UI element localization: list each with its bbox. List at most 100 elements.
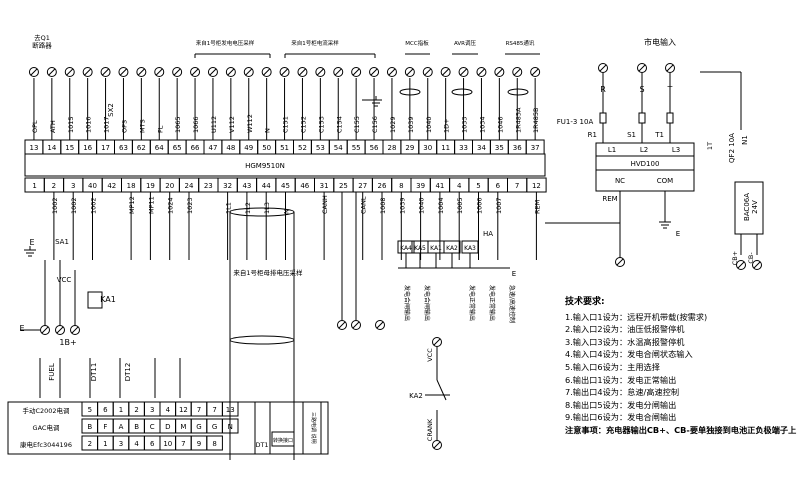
table-cell xyxy=(206,435,223,451)
table-cell-value: B xyxy=(134,423,139,431)
controller-bottom-terminal-label: 32 xyxy=(223,182,232,190)
side-note: 三路电调 说明 xyxy=(310,412,317,444)
controller-bottom-terminal-label: 44 xyxy=(262,182,271,190)
terminal-slash xyxy=(30,68,38,76)
bottom-wire-label: 1002 xyxy=(70,197,78,214)
bottom-wire-label: 1039 xyxy=(398,197,406,214)
terminal-slash xyxy=(433,338,441,346)
top-wire-label: 1065 xyxy=(174,116,182,133)
bottom-wire-label: 1004 xyxy=(437,197,445,214)
top-wire-label: 1040 xyxy=(425,116,433,133)
controller-top-terminal-label: 36 xyxy=(513,144,522,152)
top-wire-label: 1017 xyxy=(103,116,111,133)
table-cell-value: 2 xyxy=(88,440,92,448)
terminal-slash xyxy=(48,68,56,76)
controller-bottom-terminal-label: 42 xyxy=(107,182,116,190)
table-cell-value: 1 xyxy=(103,440,107,448)
terminal-slash xyxy=(433,441,441,449)
relay-label: KA1 xyxy=(430,245,442,252)
table-cell-value: 13 xyxy=(226,406,235,414)
controller-bottom-terminal-label: 5 xyxy=(476,182,480,190)
controller-body xyxy=(24,153,546,177)
table-row-label: 康电Efc3044196 xyxy=(20,440,72,449)
top-wire-label: OPL xyxy=(31,120,39,133)
sa1-label: SA1 xyxy=(55,238,69,246)
bottom-wire-label: 1005 xyxy=(456,197,464,214)
relay-e-label: E xyxy=(512,270,516,278)
controller-bottom-terminal-label: 7 xyxy=(515,182,519,190)
cable-bundle-icon xyxy=(507,88,529,96)
terminal-slash xyxy=(370,68,378,76)
terminal-slash xyxy=(478,68,485,76)
controller-top-terminal-label: 13 xyxy=(29,144,38,152)
top-wire-label: W112 xyxy=(246,114,254,133)
dt1-label: DT1 xyxy=(255,441,268,449)
controller-top-terminal-label: 48 xyxy=(226,144,235,152)
controller-bottom-terminal-label: 12 xyxy=(532,182,541,190)
hvd100-input-label: L3 xyxy=(672,146,680,154)
relay-label: KA4 xyxy=(400,245,412,252)
fuse-label: FU1-3 10A xyxy=(557,118,594,126)
ka2-label: KA2 xyxy=(409,392,423,400)
bottom-wire-label: 1024 xyxy=(167,197,175,214)
top-wire-label: C156 xyxy=(371,116,379,133)
controller-bottom-terminal-label: 18 xyxy=(127,182,136,190)
controller-bottom-terminal-label: 41 xyxy=(435,182,444,190)
controller-bottom-terminal-label: 8 xyxy=(399,182,403,190)
mains-title: 市电输入 xyxy=(644,37,676,47)
terminal-slash xyxy=(56,326,64,334)
bottom-wire-label: N xyxy=(283,209,291,214)
avr-label: AVR调压 xyxy=(454,39,476,47)
requirements-title: 技术要求: xyxy=(565,297,605,307)
table-cell-value: 6 xyxy=(103,406,108,414)
fuse-out-label: S1 xyxy=(627,131,636,139)
left-e-label: E xyxy=(29,238,34,247)
ka2-switch xyxy=(436,379,447,401)
fuse-out-label: R1 xyxy=(588,131,597,139)
crank-label: CRANK xyxy=(426,418,434,441)
battery-plus-label: 1B+ xyxy=(59,338,76,347)
controller-bottom-terminal-label: 45 xyxy=(281,182,290,190)
table-cell-value: 4 xyxy=(166,406,171,414)
top-wire-label: FL xyxy=(156,125,164,133)
terminal-slash xyxy=(338,321,346,329)
top-wire-label: U112 xyxy=(210,116,218,133)
top-wire-label: MTS xyxy=(138,119,146,133)
controller-bottom-terminal-label: 6 xyxy=(496,182,501,190)
ka1-label: KA1 xyxy=(100,295,116,304)
terminal-slash xyxy=(41,326,49,334)
terminal-slash xyxy=(352,68,360,76)
controller-top-terminal-label: 16 xyxy=(83,144,92,152)
table-cell-value: B xyxy=(87,423,92,431)
controller-top-terminal-label: 50 xyxy=(262,144,271,152)
requirement-item: 9.输出口6设为：发电合闸输出 xyxy=(565,412,677,423)
requirement-item: 4.输入口4设为：发电合闸状态输入 xyxy=(565,349,693,360)
charger-box xyxy=(734,181,764,235)
dt12-label: DT12 xyxy=(124,363,132,382)
top-wire-label: 1R485B xyxy=(532,107,540,133)
terminal-slash xyxy=(102,68,109,76)
top-wire-label: 1066 xyxy=(192,116,200,133)
controller-top-terminal-label: 29 xyxy=(405,144,414,152)
gen-voltage-label: 来自1号柜发电电压采样 xyxy=(196,39,255,47)
top-wire-label: C153 xyxy=(317,116,325,133)
top-wire-label: V112 xyxy=(228,116,236,133)
bottom-wire-label: CANH xyxy=(321,195,329,214)
busbar-voltage-label: 来自1号柜母排电压采样 xyxy=(233,268,303,277)
cb-plus-label: CB+ xyxy=(731,251,739,265)
vcc-label: VCC xyxy=(57,276,72,284)
table-cell-value: 7 xyxy=(212,406,216,414)
bottom-wire-label: 1002 xyxy=(51,197,59,214)
controller-top-terminal-label: 33 xyxy=(459,144,468,152)
bottom-wire-label: 1008 xyxy=(379,197,387,214)
relay-note: 发电合闸输出 xyxy=(403,285,411,321)
terminal-slash xyxy=(245,68,253,76)
controller-top-terminal-label: 11 xyxy=(441,144,450,152)
top-wire-label: 1039 xyxy=(407,116,415,133)
requirement-item: 6.输出口1设为：发电正常输出 xyxy=(565,374,677,385)
controller-top-terminal-label: 62 xyxy=(137,144,146,152)
requirement-item: 7.输出口4设为：怠速/高速控制 xyxy=(565,387,680,398)
cable-bundle-icon xyxy=(229,335,295,345)
table-cell xyxy=(221,401,239,417)
